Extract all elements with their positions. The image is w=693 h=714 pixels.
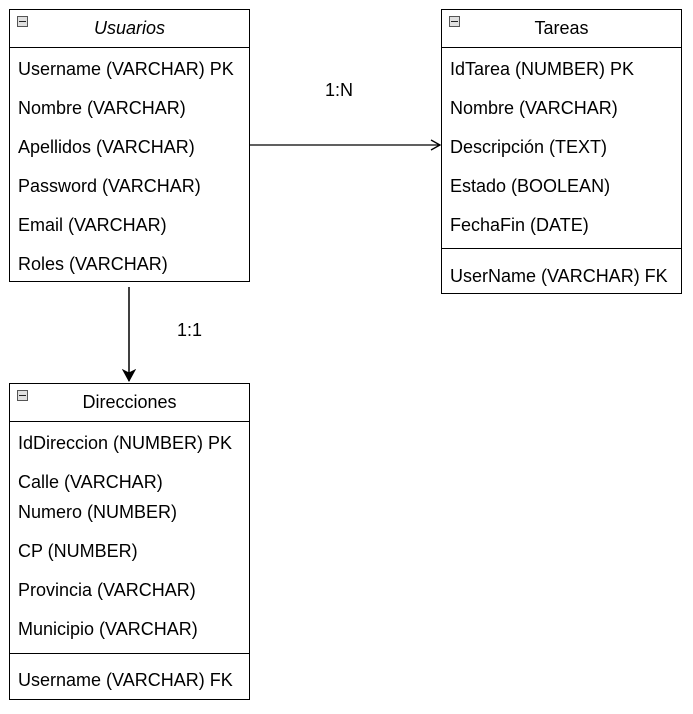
attribute: IdTarea (NUMBER) PK	[450, 59, 635, 79]
attribute: Apellidos (VARCHAR)	[18, 137, 195, 157]
entity-direcciones-header: Direcciones	[10, 384, 249, 422]
collapse-icon[interactable]	[17, 16, 28, 27]
attribute: Roles (VARCHAR)	[18, 254, 168, 274]
entity-usuarios[interactable]: Usuarios Username (VARCHAR) PK Nombre (V…	[9, 9, 250, 282]
entity-tareas[interactable]: Tareas IdTarea (NUMBER) PK Nombre (VARCH…	[441, 9, 682, 294]
entity-usuarios-header: Usuarios	[10, 10, 249, 48]
attribute: Descripción (TEXT)	[450, 137, 608, 157]
attribute: IdDireccion (NUMBER) PK	[18, 433, 233, 453]
attribute: Provincia (VARCHAR)	[18, 580, 196, 600]
attribute: Estado (BOOLEAN)	[450, 176, 611, 196]
attribute: Username (VARCHAR) PK	[18, 59, 234, 79]
foreign-key-attribute: Username (VARCHAR) FK	[18, 670, 233, 690]
attribute: CP (NUMBER)	[18, 541, 138, 561]
attribute: Calle (VARCHAR)	[18, 472, 163, 492]
entity-title: Tareas	[534, 18, 589, 38]
attribute: Nombre (VARCHAR)	[450, 98, 618, 118]
entity-tareas-header: Tareas	[442, 10, 681, 48]
entity-title: Usuarios	[93, 18, 166, 38]
entity-title: Direcciones	[82, 392, 177, 412]
attribute: Email (VARCHAR)	[18, 215, 167, 235]
attribute: Nombre (VARCHAR)	[18, 98, 186, 118]
fk-divider	[10, 653, 249, 654]
collapse-icon[interactable]	[17, 390, 28, 401]
attribute: Password (VARCHAR)	[18, 176, 201, 196]
attribute: Municipio (VARCHAR)	[18, 619, 198, 639]
fk-divider	[442, 248, 681, 249]
foreign-key-attribute: UserName (VARCHAR) FK	[450, 266, 668, 286]
cardinality-label-usuarios-tareas: 1:N	[325, 80, 354, 100]
entity-direcciones[interactable]: Direcciones IdDireccion (NUMBER) PK Call…	[9, 383, 250, 700]
cardinality-label-usuarios-direcciones: 1:1	[177, 320, 203, 340]
collapse-icon[interactable]	[449, 16, 460, 27]
attribute: FechaFin (DATE)	[450, 215, 589, 235]
attribute: Numero (NUMBER)	[18, 502, 178, 522]
